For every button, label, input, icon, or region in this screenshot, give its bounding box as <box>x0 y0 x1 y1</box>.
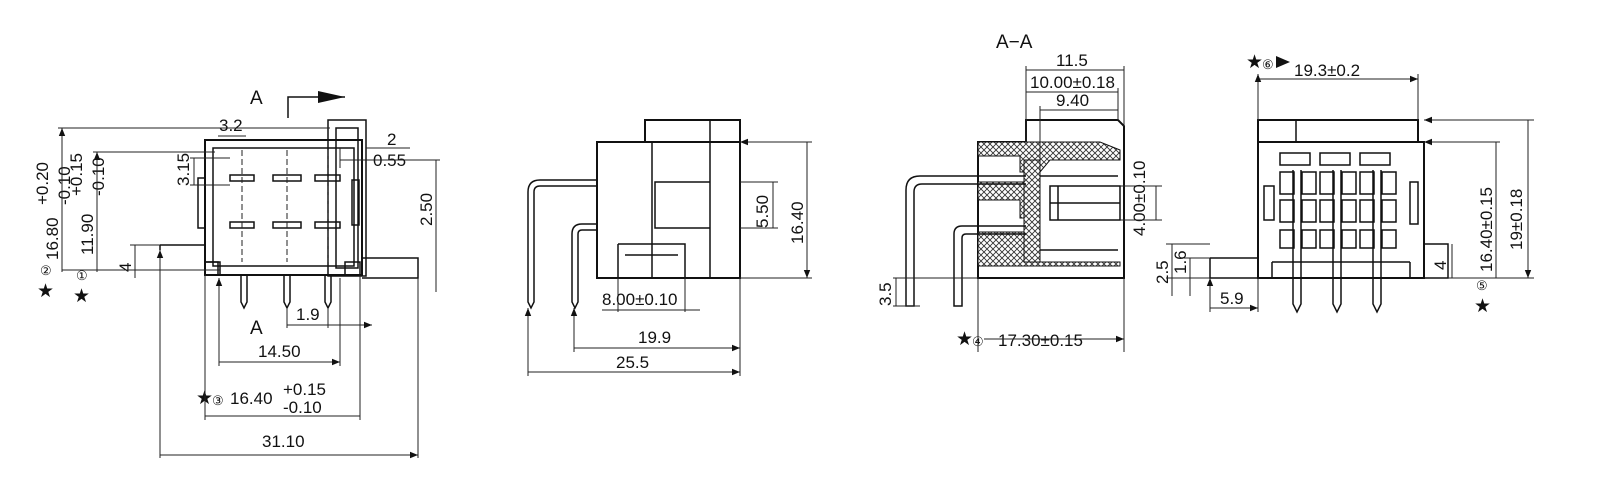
front-star-1: ★ <box>73 286 90 307</box>
dim-2-50: 2.50 <box>417 193 436 226</box>
section-dim-11-5: 11.5 <box>1056 51 1088 70</box>
height-1-upper: +0.20 <box>33 162 52 205</box>
section-title: A−A <box>996 32 1033 53</box>
front-latch <box>327 119 367 277</box>
rear-dim-2-5: 2.5 <box>1153 260 1172 284</box>
width-upper: +0.15 <box>283 380 326 399</box>
rear-star-5: ★ <box>1474 296 1491 317</box>
rear-base <box>1209 243 1449 279</box>
front-housing-outer <box>204 139 363 276</box>
dim-4: 4 <box>116 263 135 272</box>
front-side-tab-right <box>351 179 360 226</box>
section-star: ★ <box>956 329 973 350</box>
front-housing-inner <box>212 147 355 267</box>
front-contact-row-bottom <box>229 221 341 229</box>
side-dim-5-50: 5.50 <box>753 195 772 228</box>
dim-14-50: 14.50 <box>258 342 301 361</box>
side-pin-long <box>527 179 597 310</box>
section-hatch-web <box>1023 159 1041 263</box>
rear-cells <box>1279 171 1397 249</box>
side-body-top <box>644 119 741 143</box>
rear-window-3 <box>1359 152 1391 166</box>
front-side-tab-left <box>197 177 206 229</box>
height-2-lower: -0.10 <box>89 157 108 196</box>
section-arrow <box>287 96 345 118</box>
height-2-nominal: 11.90 <box>78 214 97 255</box>
rear-dim-19: 19±0.18 <box>1507 189 1526 250</box>
section-mark-bottom: A <box>250 318 263 339</box>
rear-marker-5: ⑤ <box>1476 278 1488 293</box>
front-pin-right <box>324 275 332 310</box>
width-nominal: 16.40 <box>230 389 273 408</box>
rear-window-1 <box>1279 152 1311 166</box>
rear-marker-6: ⑥ <box>1262 57 1274 72</box>
section-dim-9-40: 9.40 <box>1056 91 1089 110</box>
rear-housing-top <box>1257 119 1419 143</box>
dim-2: 2 <box>387 130 396 149</box>
side-dim-25-5: 25.5 <box>616 353 649 372</box>
front-marker-2: ② <box>40 263 52 278</box>
section-arrow-head <box>318 91 345 103</box>
rear-dim-1-6: 1.6 <box>1171 250 1190 274</box>
height-2-upper: +0.15 <box>67 153 86 196</box>
rear-window-2 <box>1319 152 1351 166</box>
rear-dim-5-9: 5.9 <box>1220 289 1244 308</box>
front-pin-middle <box>283 275 291 310</box>
side-view: 5.50 16.40 8.00±0.10 19.9 25.5 <box>527 119 812 376</box>
section-mark-top: A <box>250 88 263 109</box>
front-marker-3: ③ <box>212 393 224 408</box>
section-dim-4-00: 4.00±0.10 <box>1130 160 1149 236</box>
side-dim-16-40: 16.40 <box>788 201 807 244</box>
rear-view: ★ ⑥ 19.3±0.2 16.40±0.15 ⑤ ★ 19±0.18 4 2.… <box>1153 52 1534 317</box>
section-dim-17-30: 17.30±0.15 <box>998 331 1083 350</box>
rear-tab-left <box>1263 185 1275 221</box>
rear-dim-19-3: 19.3±0.2 <box>1294 61 1360 80</box>
section-view: A−A 11.5 10.00±0.18 9.40 4.00±0.10 3.5 ★… <box>876 32 1162 352</box>
height-1-lower: -0.10 <box>55 166 74 205</box>
dim-1-9: 1.9 <box>296 305 320 324</box>
front-marker-1: ① <box>76 268 88 283</box>
dim-31-10: 31.10 <box>262 432 305 451</box>
side-pin-short <box>571 223 597 310</box>
rear-pin-2 <box>1332 170 1342 314</box>
rear-pin-3 <box>1372 170 1382 314</box>
side-body-details <box>618 120 711 278</box>
front-base <box>159 244 419 279</box>
section-contact-short <box>953 225 1026 307</box>
section-dim-3-5: 3.5 <box>876 282 895 306</box>
height-1-nominal: 16.80 <box>43 217 62 260</box>
dim-3-15: 3.15 <box>174 153 193 186</box>
section-hatch-low <box>977 231 1121 267</box>
section-hatch-top <box>977 141 1121 173</box>
dim-3-2: 3.2 <box>219 116 243 135</box>
rear-pin-1 <box>1292 170 1302 314</box>
side-dim-19-9: 19.9 <box>638 328 671 347</box>
rear-tab-right <box>1409 181 1419 225</box>
front-contact-row-top <box>229 174 341 182</box>
front-centerlines <box>241 150 329 262</box>
rear-dim-16-40: 16.40±0.15 <box>1477 187 1496 272</box>
rear-dim-4: 4 <box>1431 261 1450 270</box>
side-dim-8-00: 8.00±0.10 <box>602 290 678 309</box>
front-pin-left <box>240 275 248 310</box>
rear-star-6: ★ <box>1246 52 1263 73</box>
width-lower: -0.10 <box>283 398 322 417</box>
section-dim-10-00: 10.00±0.18 <box>1030 73 1115 92</box>
front-view: A 3.2 2 <box>33 88 440 458</box>
front-star-2: ★ <box>37 281 54 302</box>
